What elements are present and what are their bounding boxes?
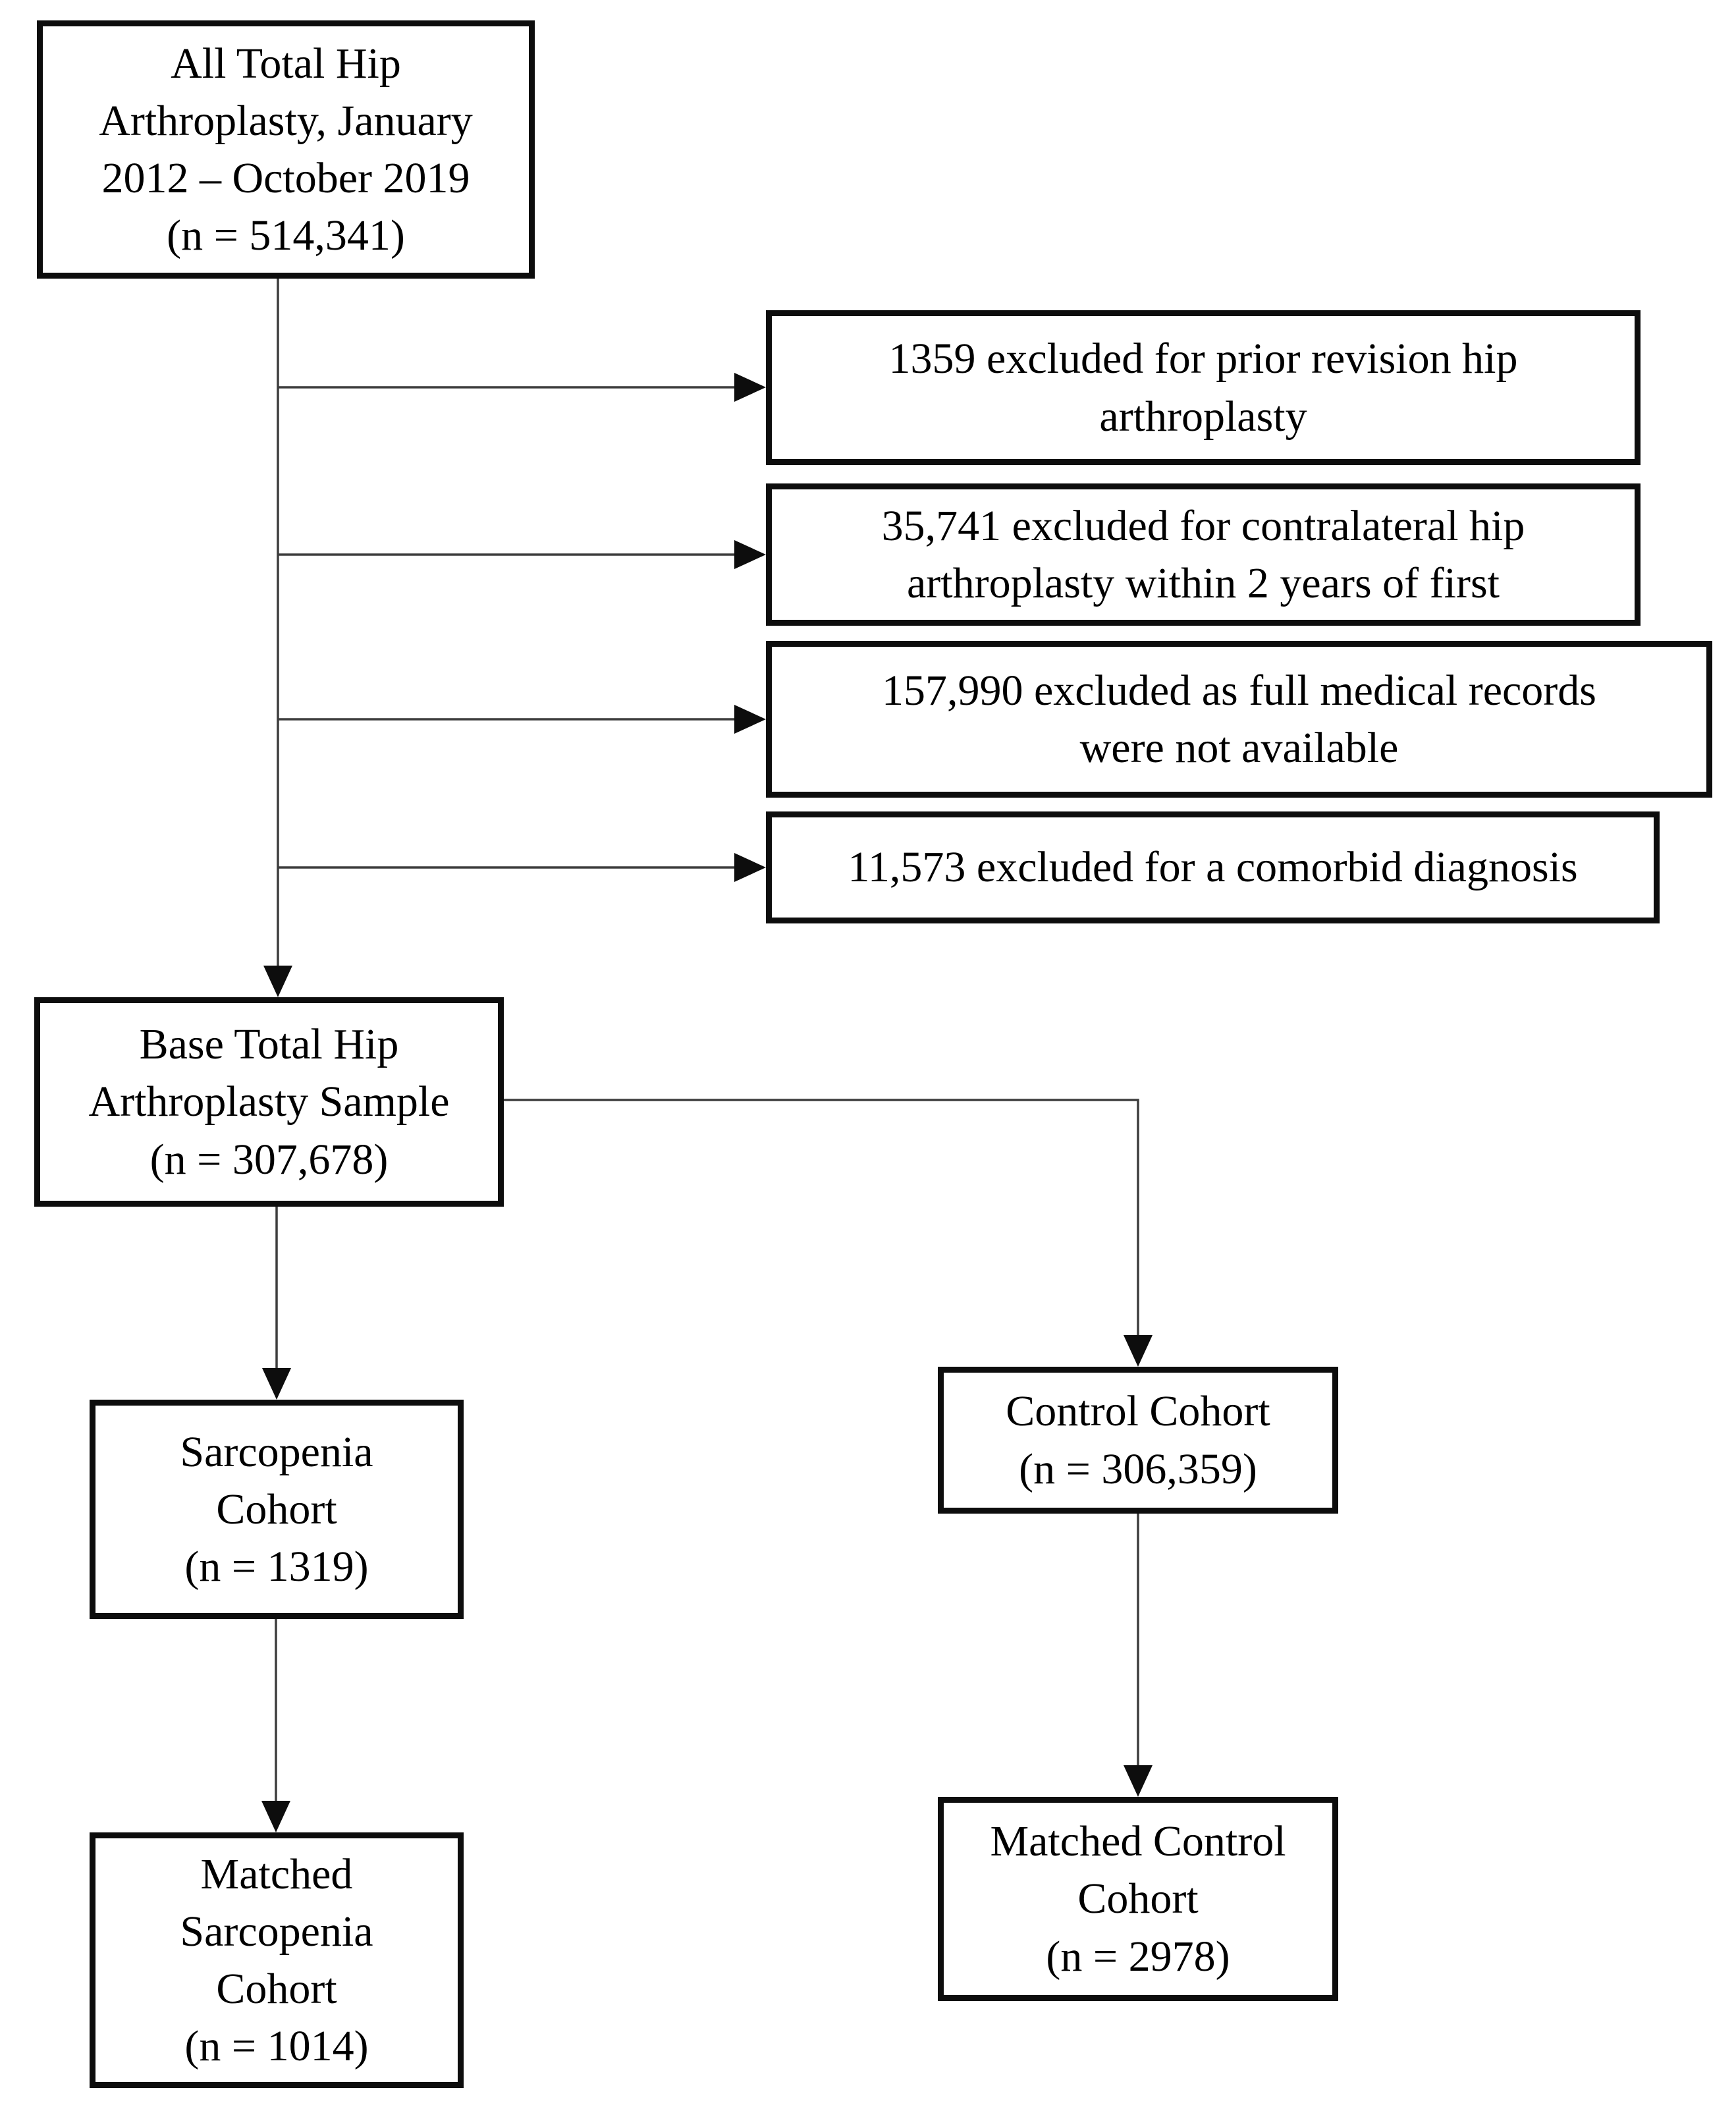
box-excluded-comorbid-text: 11,573 excluded for a comorbid diagnosis xyxy=(848,843,1578,892)
box-matched-sarcopenia-cohort: Matched Sarcopenia Cohort (n = 1014) xyxy=(90,1832,464,2088)
box-control-cohort-text: Control Cohort (n = 306,359) xyxy=(1006,1387,1270,1493)
box-matched-sarcopenia-cohort-text: Matched Sarcopenia Cohort (n = 1014) xyxy=(180,1850,373,2071)
box-all-total-hip-arthroplasty-text: All Total Hip Arthroplasty, January 2012… xyxy=(99,39,473,260)
box-excluded-contralateral-text: 35,741 excluded for contralateral hip ar… xyxy=(881,501,1525,607)
box-excluded-prior-revision: 1359 excluded for prior revision hip art… xyxy=(766,310,1641,465)
box-excluded-comorbid: 11,573 excluded for a comorbid diagnosis xyxy=(766,811,1660,923)
box-all-total-hip-arthroplasty: All Total Hip Arthroplasty, January 2012… xyxy=(37,20,535,279)
box-sarcopenia-cohort: Sarcopenia Cohort (n = 1319) xyxy=(90,1400,464,1619)
arrow-sarcopenia-to-matched-sarcopenia xyxy=(261,1619,290,1832)
arrow-branch-excl-comorbid xyxy=(278,853,766,882)
box-excluded-no-records: 157,990 excluded as full medical records… xyxy=(766,641,1712,798)
box-base-sample-text: Base Total Hip Arthroplasty Sample (n = … xyxy=(88,1020,450,1184)
box-sarcopenia-cohort-text: Sarcopenia Cohort (n = 1319) xyxy=(180,1427,373,1591)
box-excluded-prior-revision-text: 1359 excluded for prior revision hip art… xyxy=(888,335,1518,441)
box-matched-control-cohort: Matched Control Cohort (n = 2978) xyxy=(938,1797,1338,2001)
arrow-branch-excl-contralateral xyxy=(278,540,766,569)
arrow-branch-excl-no-records xyxy=(278,705,766,734)
arrow-base-to-sarcopenia xyxy=(262,1207,291,1400)
box-excluded-no-records-text: 157,990 excluded as full medical records… xyxy=(882,666,1596,772)
box-excluded-contralateral: 35,741 excluded for contralateral hip ar… xyxy=(766,483,1641,626)
arrow-base-to-control xyxy=(504,1099,1153,1367)
arrow-control-to-matched-control xyxy=(1124,1514,1153,1797)
box-base-sample: Base Total Hip Arthroplasty Sample (n = … xyxy=(34,997,504,1207)
box-control-cohort: Control Cohort (n = 306,359) xyxy=(938,1367,1338,1514)
box-matched-control-cohort-text: Matched Control Cohort (n = 2978) xyxy=(990,1817,1286,1981)
arrow-alltha-to-base xyxy=(263,279,292,997)
arrow-branch-excl-prior-revision xyxy=(278,373,766,402)
